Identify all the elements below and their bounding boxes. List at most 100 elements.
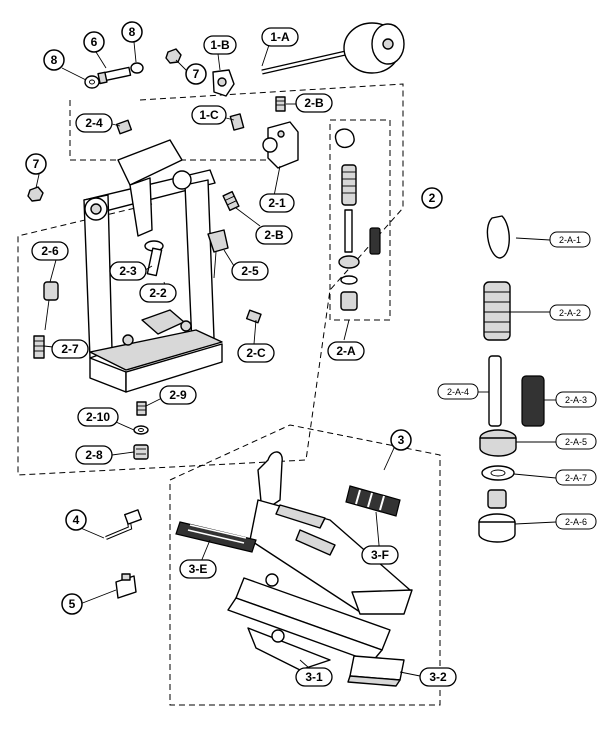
label-3-1: 3-1 xyxy=(295,667,333,687)
label-2-A-3: 2-A-3 xyxy=(555,391,597,408)
label-2-5: 2-5 xyxy=(231,261,269,281)
label-text: 7 xyxy=(193,67,200,81)
label-1-A: 1-A xyxy=(261,27,299,47)
label-8-right: 8 xyxy=(121,21,143,43)
pedal-frame xyxy=(83,139,223,393)
washer-8-left xyxy=(84,75,100,89)
label-text: 2-A-4 xyxy=(447,387,469,397)
label-4: 4 xyxy=(65,509,87,531)
screw-2-C xyxy=(245,309,262,324)
label-6: 6 xyxy=(83,31,105,53)
spring-2-A-2 xyxy=(483,281,511,341)
spring-2-7 xyxy=(33,335,45,359)
label-text: 2-A-2 xyxy=(559,308,581,318)
label-text: 2-B xyxy=(304,96,324,110)
grip-tape-3-E xyxy=(175,521,257,553)
label-text: 1-A xyxy=(270,30,290,44)
block-1-B xyxy=(212,69,235,97)
footboard xyxy=(249,451,413,615)
rod-2-A-4 xyxy=(488,355,502,427)
label-text: 8 xyxy=(129,25,136,39)
bolt-2-3 xyxy=(144,240,164,277)
label-text: 3 xyxy=(398,433,405,447)
label-text: 4 xyxy=(73,513,80,527)
spring-post-2-6 xyxy=(43,281,59,331)
label-2-1: 2-1 xyxy=(259,193,295,213)
label-1-B: 1-B xyxy=(203,35,237,55)
heel-plate-3-2 xyxy=(347,655,405,687)
label-text: 1-B xyxy=(210,38,230,52)
label-text: 2-9 xyxy=(169,388,187,402)
label-2-A-2: 2-A-2 xyxy=(549,304,591,321)
label-2-A-7: 2-A-7 xyxy=(555,469,597,486)
label-2-6: 2-6 xyxy=(31,241,69,261)
label-2-A-1: 2-A-1 xyxy=(549,231,591,248)
label-text: 7 xyxy=(33,157,40,171)
label-text: 2-A-3 xyxy=(565,395,587,405)
label-2-9: 2-9 xyxy=(159,385,197,405)
knob-2-A-6 xyxy=(478,489,516,543)
nut-2-A-5 xyxy=(479,429,517,457)
label-text: 2-5 xyxy=(241,264,259,278)
knob-2-5 xyxy=(207,229,229,279)
label-2: 2 xyxy=(421,187,443,209)
base-plate-3-1 xyxy=(227,573,391,671)
label-2-A-5: 2-A-5 xyxy=(555,433,597,450)
label-5: 5 xyxy=(61,593,83,615)
group-2A-outline xyxy=(329,119,391,321)
label-7-left: 7 xyxy=(25,153,47,175)
label-2-10: 2-10 xyxy=(77,407,119,427)
label-3-E: 3-E xyxy=(179,559,217,579)
washer-8-right xyxy=(130,62,144,74)
label-text: 1-C xyxy=(199,108,219,122)
screw-1-C xyxy=(229,113,245,131)
label-text: 3-E xyxy=(189,562,208,576)
label-text: 3-1 xyxy=(305,670,323,684)
bolt-6 xyxy=(97,66,132,85)
group-2-outline xyxy=(17,83,404,476)
label-1-C: 1-C xyxy=(191,105,227,125)
grip-tape-3-F xyxy=(345,485,401,517)
label-text: 2-A-5 xyxy=(565,437,587,447)
label-2-3: 2-3 xyxy=(109,261,147,281)
screw-2-B-mid xyxy=(222,190,240,212)
label-text: 2-A-7 xyxy=(565,473,587,483)
screw-2-B-top xyxy=(275,96,286,112)
label-text: 2-2 xyxy=(149,286,167,300)
label-text: 5 xyxy=(69,597,76,611)
label-text: 2-C xyxy=(246,346,266,360)
nut-7-left xyxy=(27,186,44,202)
label-2-7: 2-7 xyxy=(51,339,89,359)
label-text: 2-1 xyxy=(268,196,286,210)
label-text: 2-4 xyxy=(85,116,103,130)
label-2-2: 2-2 xyxy=(139,283,177,303)
label-text: 2-B xyxy=(264,228,284,242)
bolt-2-8 xyxy=(133,444,149,460)
label-text: 2-7 xyxy=(61,342,79,356)
label-2-B-mid: 2-B xyxy=(255,225,293,245)
label-text: 2-3 xyxy=(119,264,137,278)
label-3: 3 xyxy=(390,429,412,451)
label-2-A-6: 2-A-6 xyxy=(555,513,597,530)
label-text: 2-A-1 xyxy=(559,235,581,245)
label-2-A: 2-A xyxy=(327,341,365,361)
washer-2-10 xyxy=(133,425,149,435)
label-text: 3-F xyxy=(371,548,389,562)
spring-hook-2-A-1 xyxy=(486,215,510,259)
beater-1-A xyxy=(261,22,405,75)
label-2-8: 2-8 xyxy=(75,445,113,465)
label-text: 2-6 xyxy=(41,244,59,258)
label-8-left: 8 xyxy=(43,49,65,71)
label-text: 2-A xyxy=(336,344,356,358)
label-text: 2 xyxy=(429,191,436,205)
block-2-1 xyxy=(262,121,299,169)
label-text: 3-2 xyxy=(429,670,447,684)
leader-lines xyxy=(35,41,557,677)
label-2-A-4: 2-A-4 xyxy=(437,383,479,400)
label-text: 2-A-6 xyxy=(565,517,587,527)
spring-assembly-2-A xyxy=(334,128,381,311)
label-text: 2-10 xyxy=(86,410,110,424)
label-3-2: 3-2 xyxy=(419,667,457,687)
clip-5 xyxy=(115,573,137,599)
nut-7-top xyxy=(165,48,182,64)
